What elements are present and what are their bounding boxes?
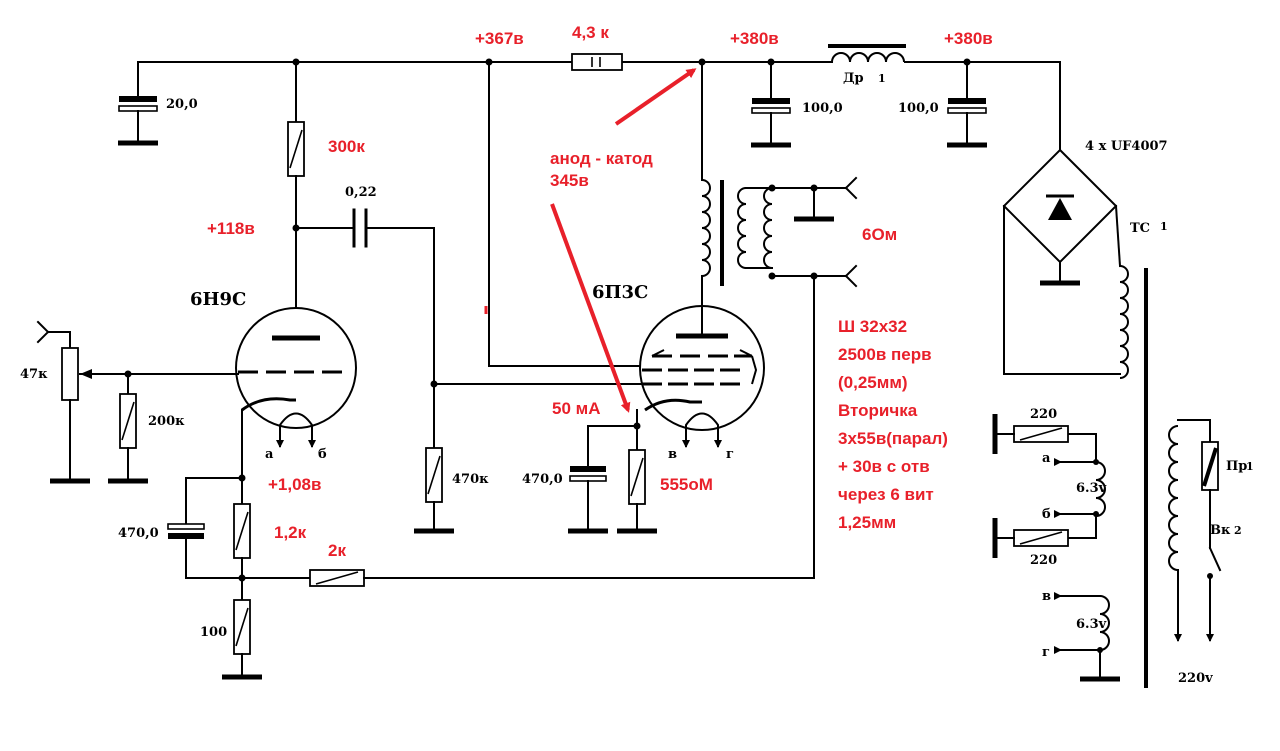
pin-b-label: б [318, 447, 327, 462]
tr-line-7: через 6 вит [838, 485, 934, 504]
annotations: +367в 4,3 к +380в +380в 300к +118в +1,08… [207, 23, 993, 560]
tr-line-2: 2500в перв [838, 345, 932, 364]
resistor-470k: 470к [414, 380, 645, 534]
heater-pin-g: г [1042, 645, 1050, 660]
choke-label: Др [843, 71, 864, 86]
capacitor-20: 20,0 [118, 61, 198, 146]
r43k-label: 4,3 к [572, 23, 609, 42]
r2k-label: 2к [328, 541, 346, 560]
tr-line-1: Ш 32х32 [838, 317, 907, 336]
tube-6p3s: в г 6П3С [592, 282, 765, 462]
heater-pin-b: б [1042, 507, 1051, 522]
c470-in-label: 470,0 [118, 526, 159, 541]
tr-line-3: (0,25мм) [838, 373, 908, 392]
heater-pin-a: а [1042, 451, 1051, 466]
v118-label: +118в [207, 219, 255, 238]
tr-line-6: + 30в с отв [838, 457, 930, 476]
r12k-label: 1,2к [274, 523, 307, 542]
ma50-label: 50 мА [552, 399, 601, 418]
anode-cathode-line2: 345в [550, 171, 589, 190]
c100b-label: 100,0 [898, 101, 939, 116]
tube-6n9s: а б 6Н9С [190, 289, 357, 462]
supply-rail [137, 58, 1061, 151]
c100a-label: 100,0 [802, 101, 843, 116]
fuse-label: Пр [1226, 459, 1247, 474]
diodes-label: 4 x UF4007 [1085, 139, 1168, 154]
power-filter: Др 1 100,0 100,0 [751, 44, 987, 148]
heater-pin-v: в [1042, 589, 1051, 604]
r220b-label: 220 [1030, 553, 1057, 568]
r220a-label: 220 [1030, 407, 1057, 422]
output-cathode: 470,0 [522, 409, 657, 534]
r100-label: 100 [200, 625, 227, 640]
r300k-label: 300к [328, 137, 365, 156]
pin-g-label: г [726, 447, 734, 462]
input-network: 47к 200к [20, 320, 239, 484]
tube-6n9s-label: 6Н9С [190, 289, 246, 310]
screen-supply [484, 53, 641, 367]
heater1-label: 6.3v [1076, 481, 1107, 496]
r200k-label: 200к [148, 414, 185, 429]
c20-label: 20,0 [166, 97, 198, 112]
v380b-label: +380в [944, 29, 993, 48]
fuse-index: 1 [1246, 460, 1254, 473]
capacitor-022: 0,22 [295, 185, 435, 449]
anode-cathode-line1: анод - катод [550, 149, 653, 168]
pot-47k-label: 47к [20, 367, 48, 382]
arrow-to-cathode [550, 203, 631, 413]
heater2-label: 6.3v [1076, 617, 1107, 632]
switch-index: 2 [1234, 524, 1242, 537]
c470-out-label: 470,0 [522, 472, 563, 487]
tr-line-8: 1,25мм [838, 513, 896, 532]
mains-label: 220v [1178, 671, 1213, 686]
switch-label: Вк [1210, 523, 1231, 538]
pin-a-label: а [265, 447, 274, 462]
choke-index: 1 [878, 72, 886, 85]
transformer-label: ТС [1130, 221, 1150, 236]
ohm6-label: 6Ом [862, 225, 897, 244]
tr-line-4: Вторичка [838, 401, 918, 420]
v367-label: +367в [475, 29, 524, 48]
c022-label: 0,22 [345, 185, 377, 200]
tr-line-5: 3х55в(парал) [838, 429, 948, 448]
v380a-label: +380в [730, 29, 779, 48]
r470k-label: 470к [452, 472, 489, 487]
power-transformer: ТС 1 220 220 а б 6.3v в г 6.3v [992, 220, 1254, 688]
tube-6p3s-label: 6П3С [592, 282, 648, 303]
v108-label: +1,08в [268, 475, 321, 494]
arrow-to-anode [614, 68, 697, 126]
r555-label: 555оМ [660, 475, 713, 494]
bridge-rectifier: 4 x UF4007 [1002, 139, 1168, 379]
driver-cathode: 470,0 100 [118, 409, 815, 680]
resistor-300k [287, 61, 305, 339]
pin-v-label: в [668, 447, 677, 462]
output-transformer [701, 61, 858, 579]
transformer-index: 1 [1160, 220, 1168, 233]
